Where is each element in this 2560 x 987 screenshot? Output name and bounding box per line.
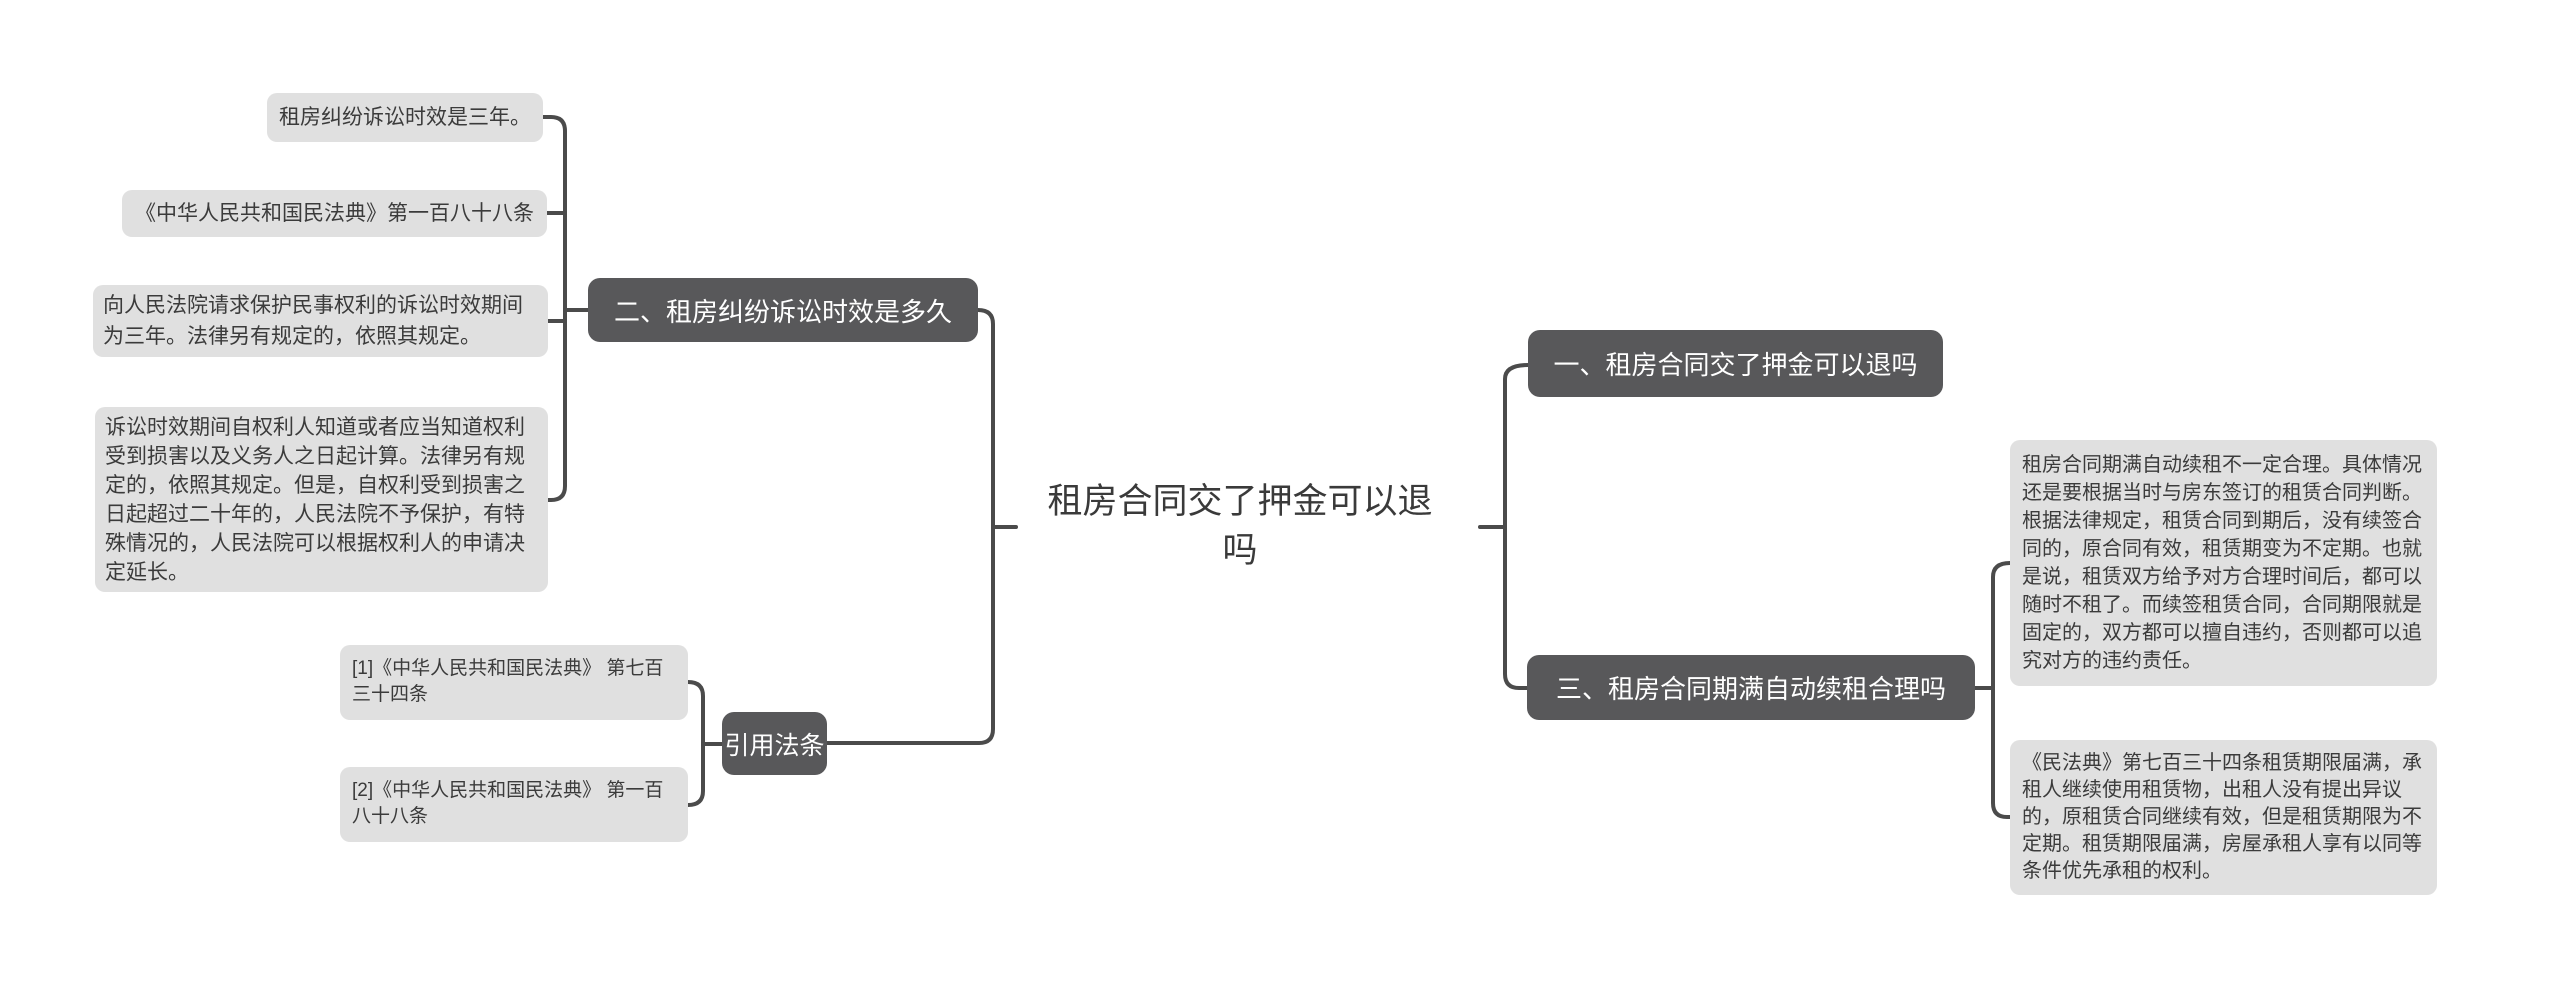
connector-branch-three-children <box>1991 561 2012 819</box>
leaf-citation-article-188[interactable]: [2]《中华人民共和国民法典》 第一百八十八条 <box>340 767 688 842</box>
leaf-renewal-analysis[interactable]: 租房合同期满自动续租不一定合理。具体情况还是要根据当时与房东签订的租赁合同判断。… <box>2010 440 2437 686</box>
leaf-litigation-civil-code-188[interactable]: 《中华人民共和国民法典》第一百八十八条 <box>122 190 547 237</box>
leaf-renewal-civil-code-734[interactable]: 《民法典》第七百三十四条租赁期限届满，承租人继续使用租赁物，出租人没有提出异议的… <box>2010 740 2437 895</box>
central-topic[interactable]: 租房合同交了押金可以退吗 <box>1047 482 1433 570</box>
topic-node-renewal[interactable]: 三、租房合同期满自动续租合理吗 <box>1527 655 1975 720</box>
leaf-litigation-three-years[interactable]: 租房纠纷诉讼时效是三年。 <box>267 93 543 142</box>
topic-node-citations[interactable]: 引用法条 <box>722 712 827 775</box>
connector-main-right <box>1503 363 1530 690</box>
topic-node-litigation[interactable]: 二、租房纠纷诉讼时效是多久 <box>588 278 978 342</box>
connector-main-left <box>825 308 995 745</box>
leaf-citation-article-734[interactable]: [1]《中华人民共和国民法典》 第七百三十四条 <box>340 645 688 720</box>
connector-citations-children <box>686 680 705 807</box>
leaf-litigation-period-calculation[interactable]: 诉讼时效期间自权利人知道或者应当知道权利受到损害以及义务人之日起计算。法律另有规… <box>95 407 548 592</box>
topic-node-deposit[interactable]: 一、租房合同交了押金可以退吗 <box>1528 330 1943 397</box>
leaf-litigation-court-protection[interactable]: 向人民法院请求保护民事权利的诉讼时效期间为三年。法律另有规定的，依照其规定。 <box>93 285 548 357</box>
